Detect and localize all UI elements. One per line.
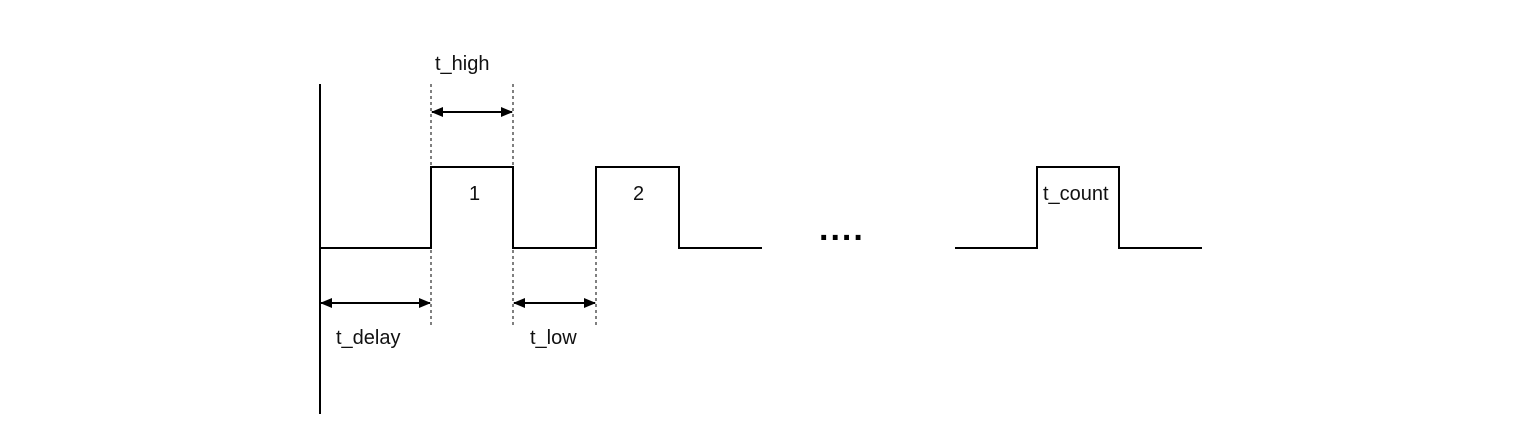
pulse-1-label: 1 xyxy=(469,183,480,205)
pulse-2-label: 2 xyxy=(633,183,644,205)
t-delay-label: t_delay xyxy=(336,327,401,349)
t-count-label: t_count xyxy=(1043,183,1109,205)
t-low-label: t_low xyxy=(530,327,577,349)
waveform-last-pulse xyxy=(955,166,1202,249)
t-high-label: t_high xyxy=(435,53,490,75)
waveform-main xyxy=(320,166,762,249)
ellipsis-label: .... xyxy=(819,210,865,248)
